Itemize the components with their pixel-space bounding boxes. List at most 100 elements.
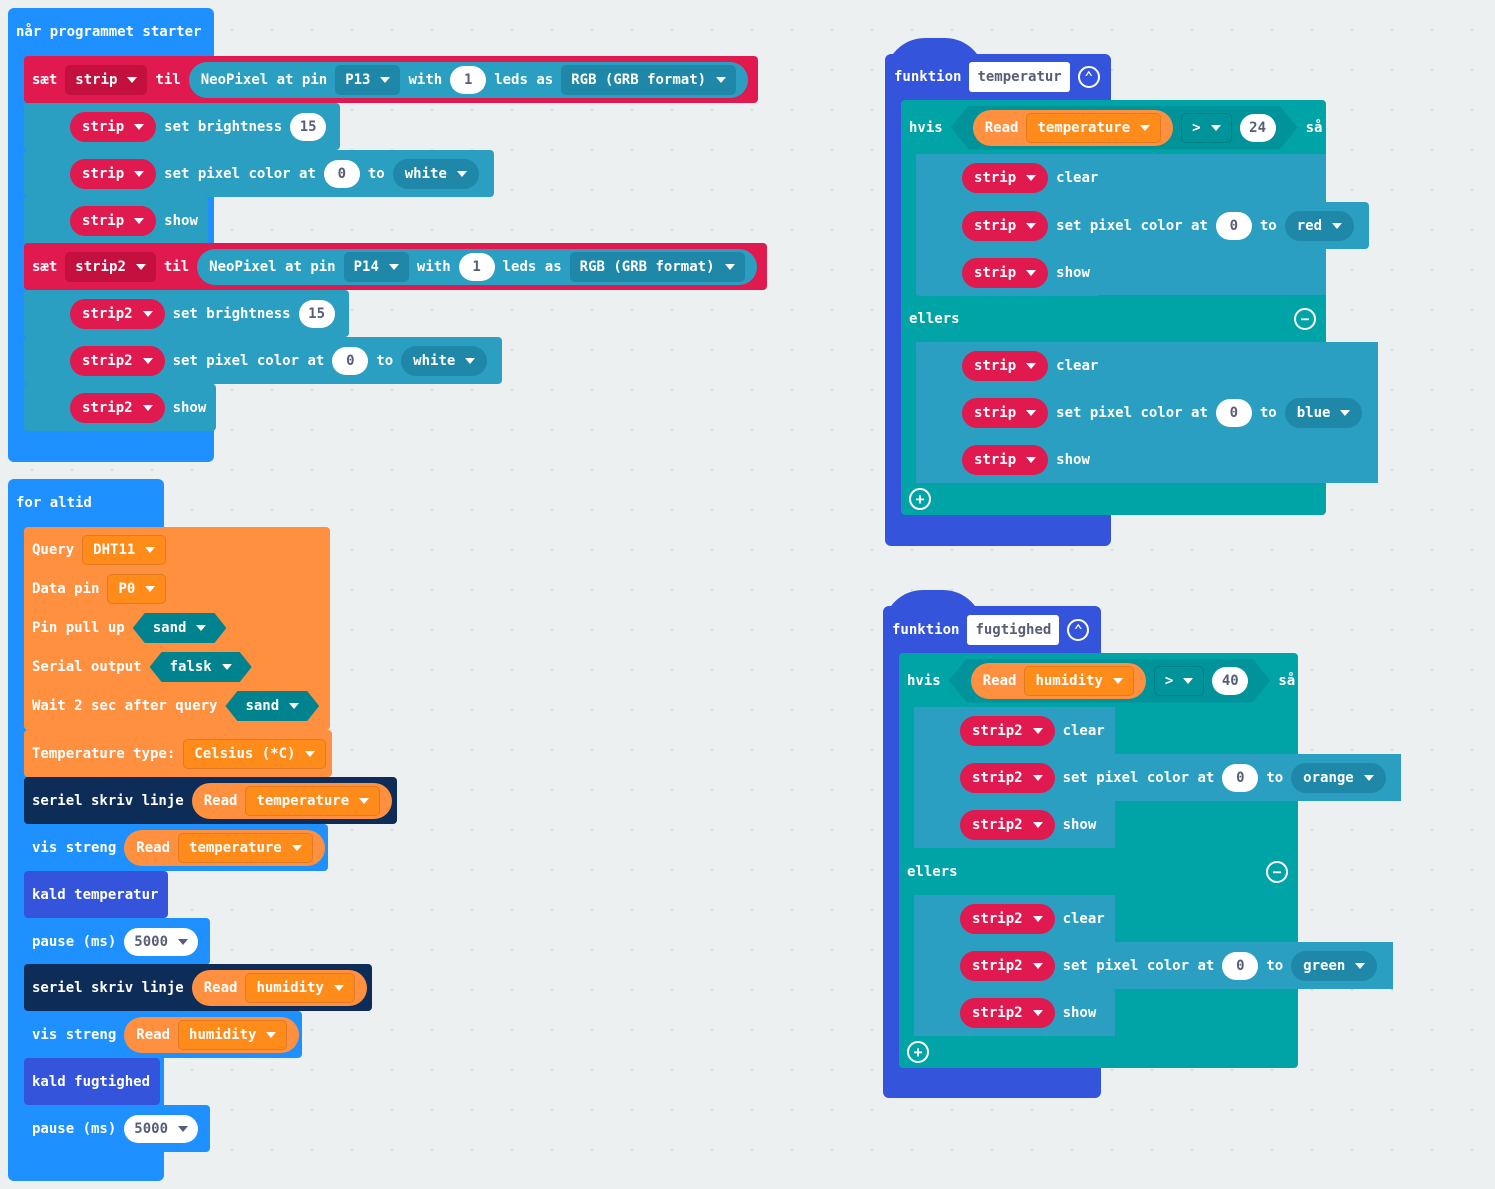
read-property-dropdown[interactable]: temperature <box>245 785 381 816</box>
set-strip2-block[interactable]: sæt strip2 til NeoPixel at pin P14 with … <box>24 243 767 290</box>
collapse-chevron-up-icon[interactable]: ⌃ <box>1077 66 1100 88</box>
strip2-variable-pill[interactable]: strip2 <box>960 997 1055 1028</box>
leds-count-input[interactable]: 1 <box>450 65 487 94</box>
threshold-input[interactable]: 40 <box>1212 667 1248 695</box>
read-property-dropdown[interactable]: humidity <box>245 972 355 1003</box>
strip-clear-block[interactable]: strip clear <box>916 342 1100 389</box>
pull-up-boolean-dropdown[interactable]: sand <box>133 613 227 643</box>
strip2-show-block[interactable]: strip2 show <box>24 384 216 431</box>
strip-variable-pill[interactable]: strip <box>70 158 157 189</box>
read-property-dropdown[interactable]: humidity <box>1024 666 1133 696</box>
temperature-type-dropdown[interactable]: Celsius (*C) <box>183 738 327 769</box>
read-property-dropdown[interactable]: temperature <box>178 832 313 863</box>
strip-variable-pill[interactable]: strip <box>962 162 1049 193</box>
forever-hat[interactable]: for altid <box>8 485 92 521</box>
rgb-format-dropdown[interactable]: RGB (GRB format) <box>561 64 737 95</box>
strip2-variable-pill[interactable]: strip2 <box>70 392 165 423</box>
strip2-show-block[interactable]: strip2 show <box>914 801 1115 848</box>
sensor-dropdown[interactable]: DHT11 <box>82 535 167 565</box>
strip2-brightness-block[interactable]: strip2 set brightness 15 <box>24 290 349 337</box>
strip2-clear-block[interactable]: strip2 clear <box>914 707 1115 754</box>
add-plus-icon[interactable]: + <box>907 1041 929 1063</box>
pixel-index-input[interactable]: 0 <box>1222 763 1259 792</box>
pixel-index-input[interactable]: 0 <box>323 159 360 188</box>
neopixel-create-block[interactable]: NeoPixel at pin P13 with 1 leds as RGB (… <box>188 61 749 98</box>
strip-variable-pill[interactable]: strip <box>962 397 1049 428</box>
pixel-index-input[interactable]: 0 <box>1215 211 1252 240</box>
serial-output-boolean-dropdown[interactable]: falsk <box>150 652 252 682</box>
operator-dropdown[interactable]: > <box>1181 113 1231 143</box>
pause-block[interactable]: pause (ms) 5000 <box>24 918 210 965</box>
neopixel-create-block[interactable]: NeoPixel at pin P14 with 1 leds as RGB (… <box>197 248 757 285</box>
remove-else-minus-icon[interactable]: − <box>1266 861 1288 883</box>
color-dropdown[interactable]: red <box>1284 210 1355 241</box>
function-fugtighed-header[interactable]: funktion fugtighed ⌃ <box>884 613 1090 647</box>
add-plus-icon[interactable]: + <box>909 488 931 510</box>
wait-boolean-dropdown[interactable]: sand <box>225 691 319 721</box>
strip2-variable-dropdown[interactable]: strip2 <box>65 251 156 282</box>
strip-variable-pill[interactable]: strip <box>70 205 157 236</box>
read-property-dropdown[interactable]: temperature <box>1026 113 1161 143</box>
pixel-index-input[interactable]: 0 <box>1215 398 1252 427</box>
strip2-variable-pill[interactable]: strip2 <box>960 903 1055 934</box>
strip2-show-block[interactable]: strip2 show <box>914 989 1115 1036</box>
strip2-variable-pill[interactable]: strip2 <box>960 762 1055 793</box>
on-start-hat[interactable]: når programmet starter <box>8 14 201 50</box>
leds-count-input[interactable]: 1 <box>458 252 495 281</box>
color-dropdown[interactable]: white <box>401 345 488 376</box>
read-property-dropdown[interactable]: humidity <box>178 1019 288 1050</box>
pixel-index-input[interactable]: 0 <box>332 346 369 375</box>
color-dropdown[interactable]: blue <box>1284 397 1363 428</box>
pause-duration-input[interactable]: 5000 <box>124 927 199 956</box>
pause-duration-input[interactable]: 5000 <box>124 1114 199 1143</box>
brightness-input[interactable]: 15 <box>298 299 335 328</box>
function-name-field[interactable]: fugtighed <box>967 615 1060 645</box>
strip-variable-pill[interactable]: strip <box>962 257 1049 288</box>
remove-else-minus-icon[interactable]: − <box>1294 308 1316 330</box>
strip-variable-pill[interactable]: strip <box>962 210 1049 241</box>
strip-set-pixel-block[interactable]: strip set pixel color at 0 to white <box>24 150 494 197</box>
pin-dropdown[interactable]: P14 <box>343 251 409 282</box>
strip-set-pixel-red-block[interactable]: strip set pixel color at 0 to red <box>916 202 1369 249</box>
data-pin-dropdown[interactable]: P0 <box>107 574 167 604</box>
strip2-set-pixel-orange-block[interactable]: strip2 set pixel color at 0 to orange <box>914 754 1401 801</box>
strip-set-pixel-blue-block[interactable]: strip set pixel color at 0 to blue <box>916 389 1378 436</box>
strip2-variable-pill[interactable]: strip2 <box>70 298 165 329</box>
call-humidity-block[interactable]: kald fugtighed <box>24 1058 160 1105</box>
strip2-variable-pill[interactable]: strip2 <box>70 345 165 376</box>
strip-show-block[interactable]: strip show <box>24 197 208 244</box>
threshold-input[interactable]: 24 <box>1240 114 1276 142</box>
pin-dropdown[interactable]: P13 <box>335 64 401 95</box>
strip2-variable-pill[interactable]: strip2 <box>960 950 1055 981</box>
strip-clear-block[interactable]: strip clear <box>916 154 1100 201</box>
collapse-chevron-up-icon[interactable]: ⌃ <box>1067 619 1090 641</box>
strip-variable-pill[interactable]: strip <box>962 444 1049 475</box>
strip-show-block[interactable]: strip show <box>916 249 1100 296</box>
temperature-type-block[interactable]: Temperature type: Celsius (*C) <box>24 730 332 777</box>
strip-variable-pill[interactable]: strip <box>70 111 157 142</box>
function-name-field[interactable]: temperatur <box>969 62 1070 92</box>
color-dropdown[interactable]: green <box>1291 950 1378 981</box>
function-temperatur-header[interactable]: funktion temperatur ⌃ <box>886 60 1100 94</box>
strip2-variable-pill[interactable]: strip2 <box>960 809 1055 840</box>
color-dropdown[interactable]: orange <box>1291 762 1386 793</box>
operator-dropdown[interactable]: > <box>1154 666 1204 696</box>
call-temperature-block[interactable]: kald temperatur <box>24 871 168 918</box>
strip-variable-pill[interactable]: strip <box>962 350 1049 381</box>
strip-show-block[interactable]: strip show <box>916 436 1100 483</box>
pixel-index-input[interactable]: 0 <box>1222 951 1259 980</box>
set-strip-block[interactable]: sæt strip til NeoPixel at pin P13 with 1… <box>24 56 758 103</box>
rgb-format-dropdown[interactable]: RGB (GRB format) <box>569 251 745 282</box>
